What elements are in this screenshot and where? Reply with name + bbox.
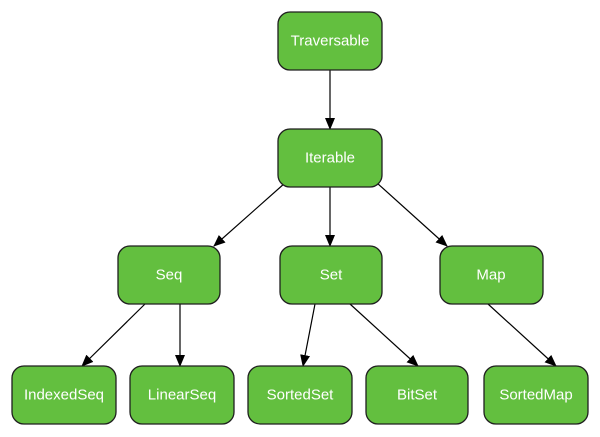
node-bit-set-label: BitSet <box>397 387 438 404</box>
node-iterable[interactable]: Iterable <box>277 128 383 188</box>
node-map-label: Map <box>476 267 505 284</box>
node-set[interactable]: Set <box>279 245 383 305</box>
node-linear-seq[interactable]: LinearSeq <box>129 365 235 425</box>
node-traversable[interactable]: Traversable <box>277 11 383 71</box>
edge-seq-to-indexed-seq <box>81 303 146 367</box>
node-sorted-set[interactable]: SortedSet <box>247 365 353 425</box>
node-iterable-label: Iterable <box>305 150 355 167</box>
node-seq[interactable]: Seq <box>117 245 221 305</box>
node-set-label: Set <box>320 267 343 284</box>
node-traversable-label: Traversable <box>291 33 370 50</box>
node-sorted-set-label: SortedSet <box>267 387 335 404</box>
edges <box>81 70 557 367</box>
node-indexed-seq[interactable]: IndexedSeq <box>11 365 117 425</box>
node-linear-seq-label: LinearSeq <box>148 387 216 404</box>
node-sorted-map[interactable]: SortedMap <box>483 365 589 425</box>
node-bit-set[interactable]: BitSet <box>365 365 469 425</box>
edge-map-to-sorted-map <box>487 303 557 367</box>
node-map[interactable]: Map <box>439 245 544 305</box>
node-sorted-map-label: SortedMap <box>499 387 572 404</box>
node-indexed-seq-label: IndexedSeq <box>24 387 104 404</box>
edge-iterable-to-map <box>376 182 448 247</box>
edge-set-to-bit-set <box>349 303 419 367</box>
edge-iterable-to-seq <box>213 182 286 247</box>
node-seq-label: Seq <box>156 267 183 284</box>
edge-set-to-sorted-set <box>300 303 316 367</box>
